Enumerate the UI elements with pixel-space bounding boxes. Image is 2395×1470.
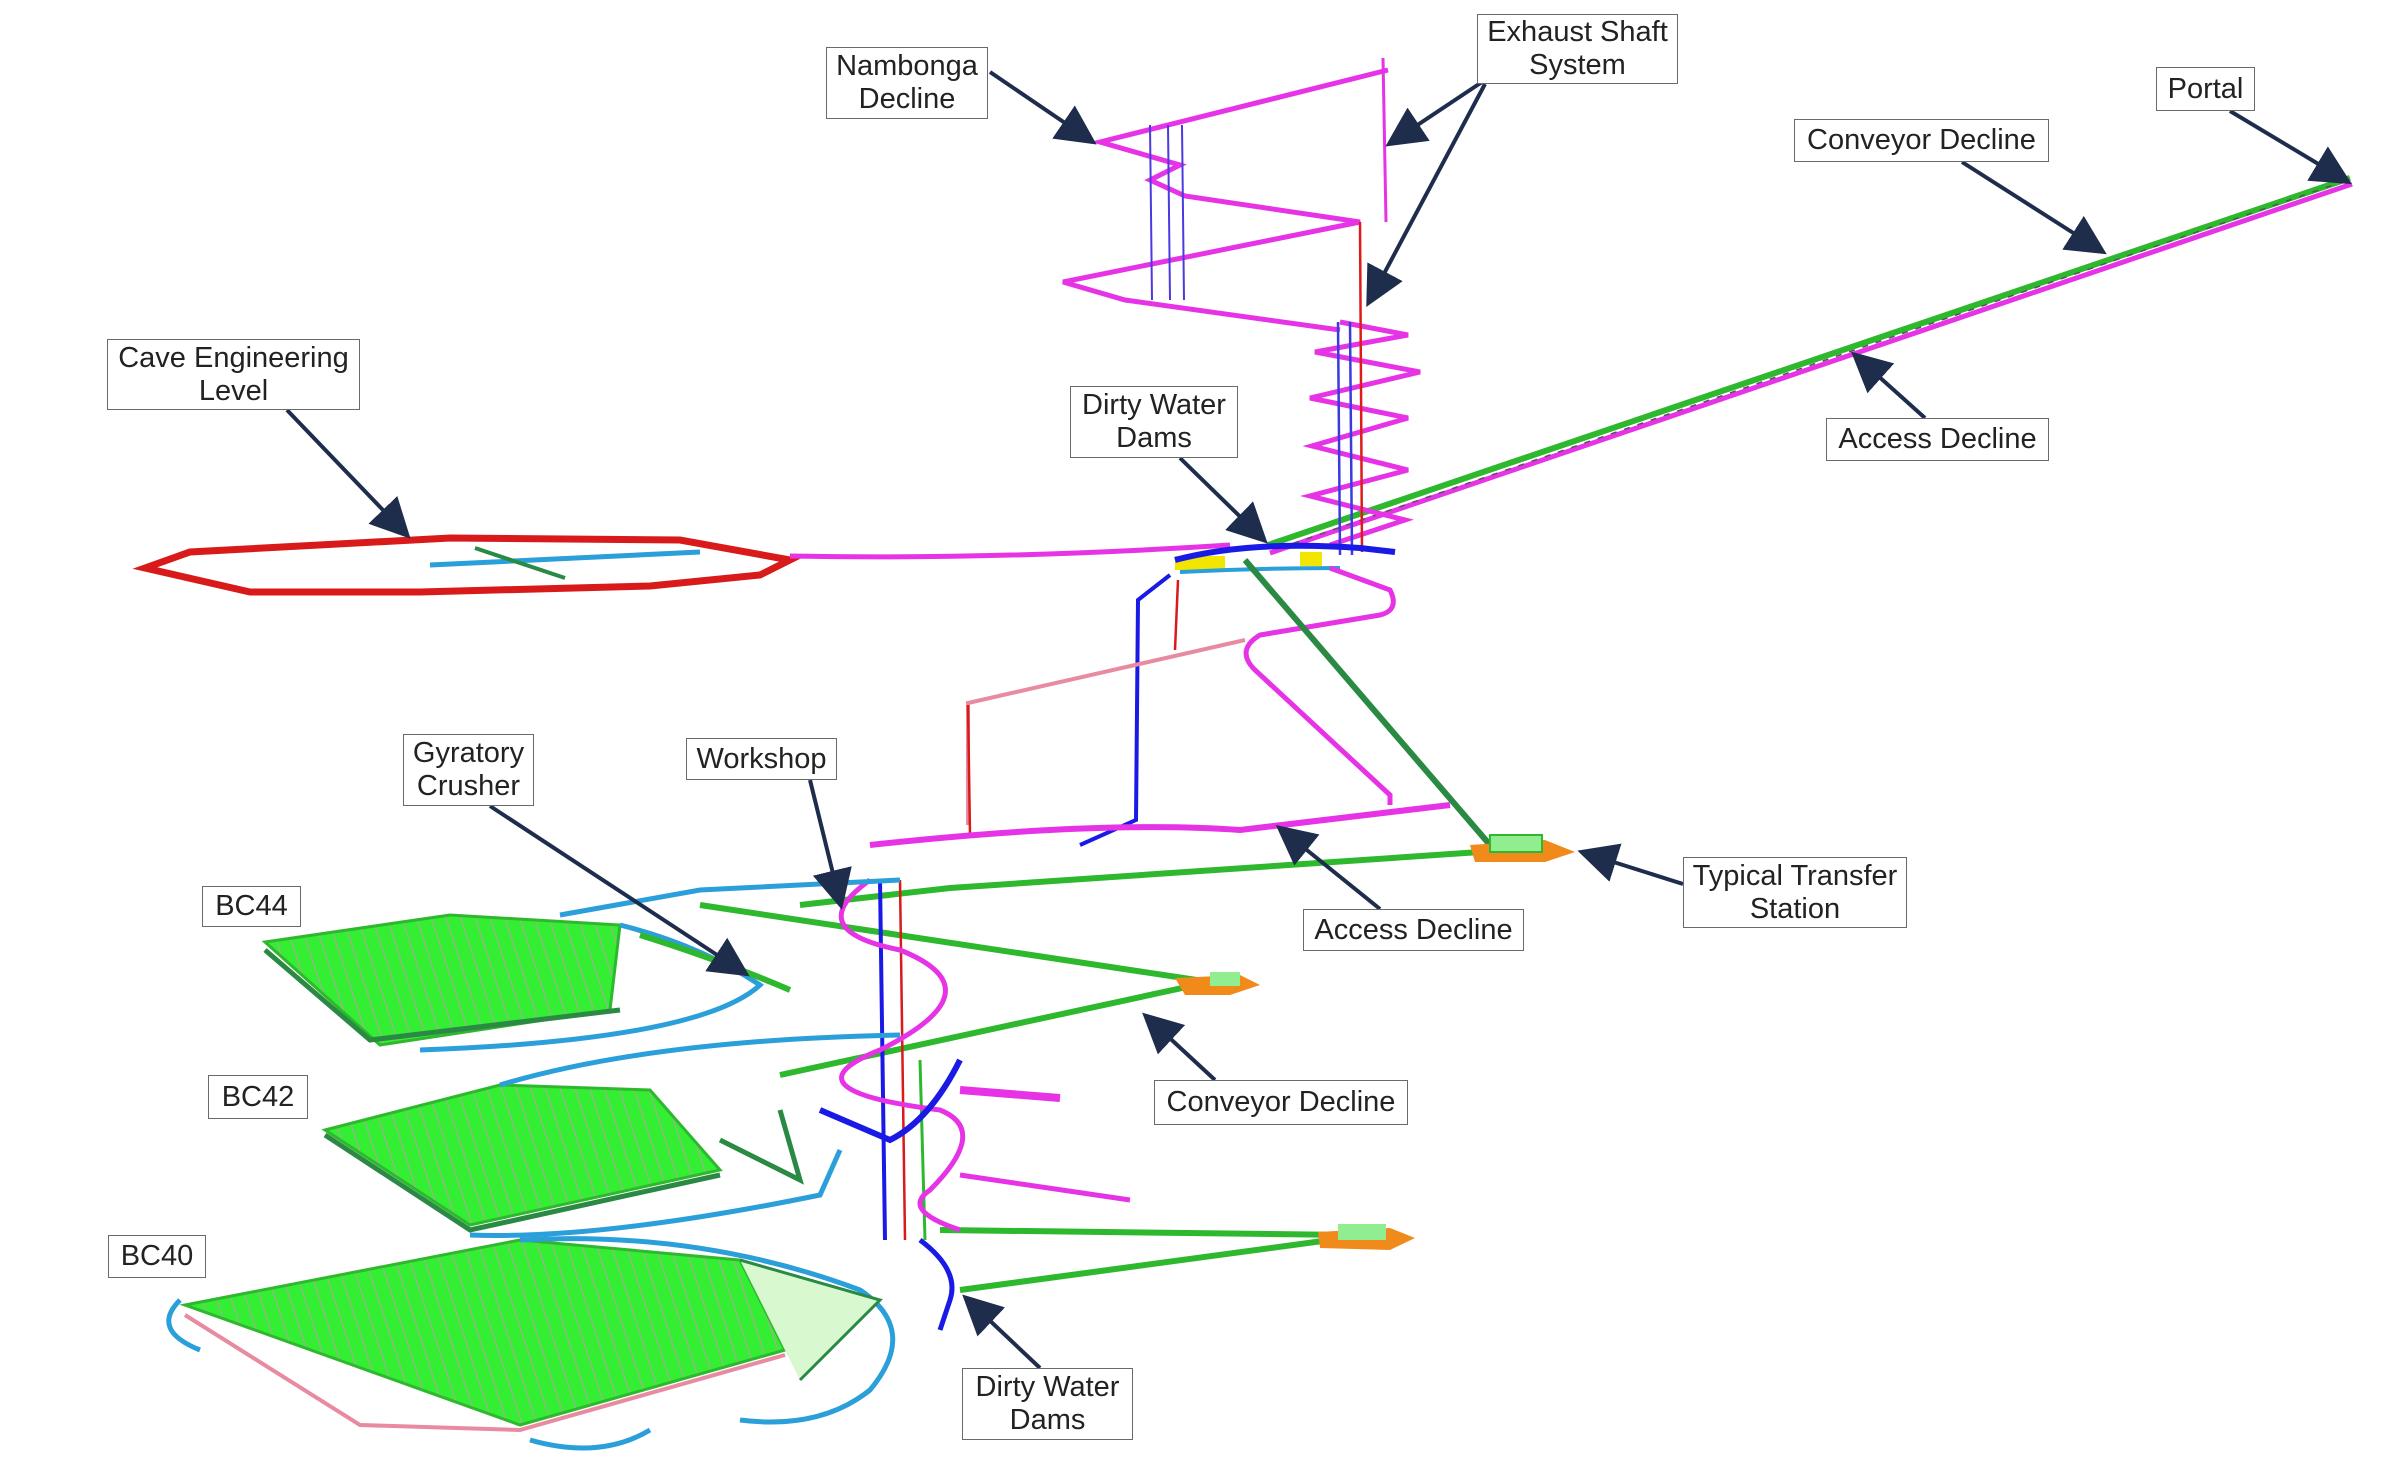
label-access-decline-top: Access Decline	[1826, 418, 2049, 461]
label-exhaust-shaft-system: Exhaust Shaft System	[1477, 14, 1678, 84]
arrow-dirty-water-dams-top	[1178, 456, 1268, 544]
arrow-access-decline-mid	[1275, 824, 1382, 911]
label-nambonga-decline: Nambonga Decline	[826, 47, 988, 119]
arrow-exhaust-shaft-1	[1385, 78, 1487, 147]
arrow-nambonga-decline	[988, 70, 1097, 145]
label-access-decline-mid: Access Decline	[1303, 909, 1524, 951]
conveyor-decline-surface	[1267, 175, 2351, 548]
surface-declines	[1267, 175, 2353, 556]
label-conveyor-decline-top: Conveyor Decline	[1794, 119, 2049, 162]
exhaust-shafts	[1336, 221, 1364, 556]
arrow-access-decline-top	[1851, 351, 1927, 420]
label-dirty-water-dams-top: Dirty Water Dams	[1070, 386, 1238, 458]
label-cave-engineering-level: Cave Engineering Level	[107, 339, 360, 410]
arrow-exhaust-shaft-2	[1366, 83, 1487, 308]
label-workshop: Workshop	[686, 738, 837, 780]
block-cave-bc40	[166, 1236, 896, 1451]
central-hub	[1174, 542, 1396, 574]
label-bc40: BC40	[108, 1235, 206, 1278]
lower-shafts	[818, 877, 1131, 1331]
surface-decline-edge	[1279, 180, 2346, 549]
transfer-station-mid	[1175, 972, 1260, 995]
arrow-typical-transfer-station	[1577, 843, 1684, 886]
label-portal: Portal	[2156, 67, 2255, 111]
label-dirty-water-dams-lower: Dirty Water Dams	[962, 1368, 1133, 1440]
nambonga-shafts	[1149, 124, 1185, 301]
arrow-cave-engineering-level	[285, 408, 411, 539]
arrow-dirty-water-dams-lower	[962, 1294, 1042, 1370]
block-cave-bc42	[321, 1032, 901, 1238]
arrow-gyratory-crusher	[488, 804, 750, 977]
label-conveyor-decline-lower: Conveyor Decline	[1154, 1080, 1408, 1125]
label-typical-transfer-station: Typical Transfer Station	[1683, 857, 1907, 928]
nambonga-decline	[1062, 57, 1389, 333]
cave-engineering-level	[132, 534, 1231, 596]
callout-arrows	[285, 70, 2352, 1370]
mid-drives	[799, 558, 1493, 908]
transfer-station-top	[1470, 834, 1575, 862]
arrow-workshop	[808, 779, 852, 910]
label-bc44: BC44	[202, 886, 301, 927]
arrow-conveyor-decline-lower	[1142, 1012, 1217, 1082]
transfer-station-lower	[1318, 1224, 1415, 1250]
lower-conveyors	[699, 902, 1351, 1293]
label-gyratory-crusher: Gyratory Crusher	[403, 734, 534, 806]
arrow-portal	[2228, 109, 2352, 185]
access-decline-surface	[1269, 181, 2353, 556]
exhaust-shaft-spiral	[1300, 319, 1421, 548]
arrow-conveyor-decline-top	[1960, 160, 2107, 255]
label-bc42: BC42	[208, 1075, 308, 1119]
